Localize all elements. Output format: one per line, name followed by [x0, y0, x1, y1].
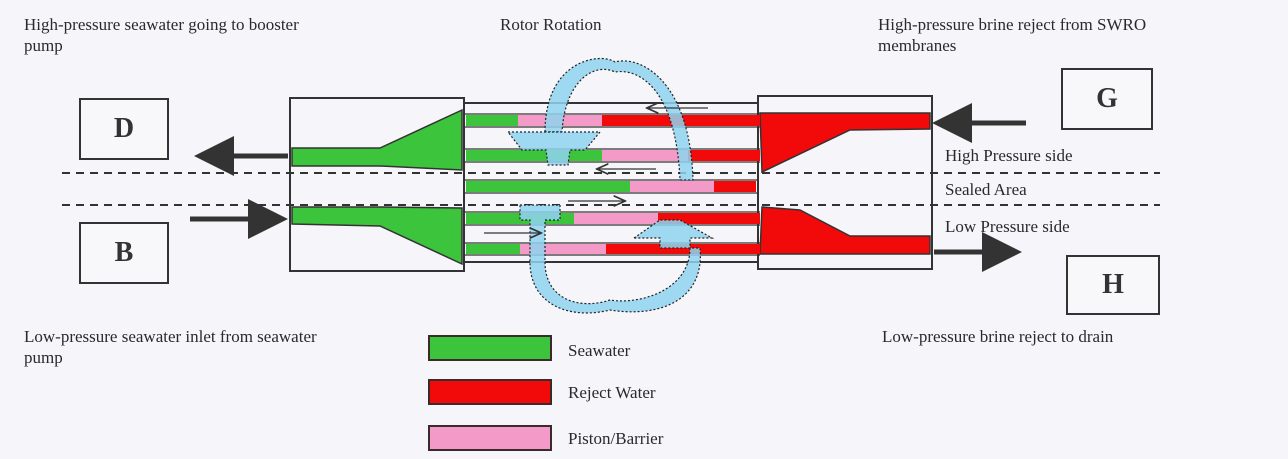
label-sealed-area: Sealed Area [945, 180, 1027, 199]
label-line: High-pressure seawater going to booster [24, 15, 299, 34]
channel-3-seawater [466, 181, 630, 192]
channel-2-seawater [466, 150, 602, 161]
channel-3-reject [714, 181, 756, 192]
port-g-box: G [1061, 68, 1153, 130]
label-line: membranes [878, 36, 957, 55]
channel-4-reject [658, 213, 760, 224]
rotor-channels [464, 113, 760, 256]
label-low-pressure-side: Low Pressure side [945, 217, 1070, 236]
rotation-arrow-icon [506, 57, 715, 314]
label-line: pump [24, 348, 63, 367]
channel-2-piston [602, 150, 688, 161]
legend-swatch-piston [428, 425, 552, 451]
channel-2-reject [688, 150, 760, 161]
legend-label-seawater: Seawater [568, 341, 631, 360]
channel-5-seawater [466, 244, 520, 254]
label-lp-seawater-in: Low-pressure seawater inlet from seawate… [24, 326, 317, 368]
label-line: pump [24, 36, 63, 55]
left-lp-manifold [291, 206, 463, 266]
port-b-box: B [79, 222, 169, 284]
channel-1-seawater [466, 115, 518, 126]
label-hp-brine-in: High-pressure brine reject from SWRO mem… [878, 14, 1146, 56]
rotor-housing [463, 102, 759, 263]
port-d-box: D [79, 98, 169, 160]
channel-4-piston [574, 213, 658, 224]
legend-label-piston: Piston/Barrier [568, 429, 664, 448]
channel-3-piston [630, 181, 714, 192]
label-rotor-rotation: Rotor Rotation [500, 15, 602, 34]
label-high-pressure-side: High Pressure side [945, 146, 1073, 165]
legend-swatch-reject [428, 379, 552, 405]
label-line: Low-pressure seawater inlet from seawate… [24, 327, 317, 346]
label-line: High-pressure brine reject from SWRO [878, 15, 1147, 34]
label-lp-brine-out: Low-pressure brine reject to drain [882, 327, 1114, 346]
right-lp-manifold [759, 206, 931, 255]
channel-5-piston [520, 244, 606, 254]
port-h-box: H [1066, 255, 1160, 315]
legend-label-reject: Reject Water [568, 383, 656, 402]
left-hp-manifold [291, 108, 463, 171]
label-hp-seawater-out: High-pressure seawater going to booster … [24, 14, 299, 56]
channel-5-reject [606, 244, 760, 254]
legend-swatch-seawater [428, 335, 552, 361]
right-hp-manifold [759, 112, 931, 174]
